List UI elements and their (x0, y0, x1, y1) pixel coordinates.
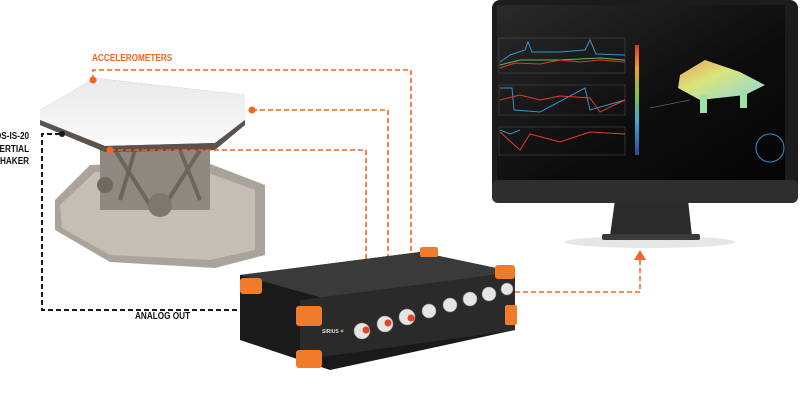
accelerometers-label: ACCELEROMETERS (92, 53, 173, 64)
shaker-label-line1: DS-IS-20 (0, 131, 30, 142)
monitor (492, 0, 798, 248)
analog-out-connection (41, 133, 240, 311)
accelerometer-connections (92, 69, 641, 326)
sirius-daq-device: SIRIUS (240, 247, 517, 370)
shaker-label-line2: INERTIAL (0, 143, 29, 155)
accelerometer-point-2 (248, 106, 256, 114)
accelerometer-point-3 (106, 146, 114, 154)
shaker-connection-point (59, 131, 65, 137)
analog-out-label: ANALOG OUT (135, 311, 191, 322)
inertial-shaker-image (40, 78, 265, 268)
shaker-label: DS-IS-20 INERTIAL SHAKER (0, 131, 29, 169)
device-brand: SIRIUS (322, 329, 339, 335)
arrow-up-icon (634, 250, 646, 260)
shaker-label-line3: SHAKER (0, 156, 30, 167)
accelerometer-point-1 (89, 76, 97, 84)
